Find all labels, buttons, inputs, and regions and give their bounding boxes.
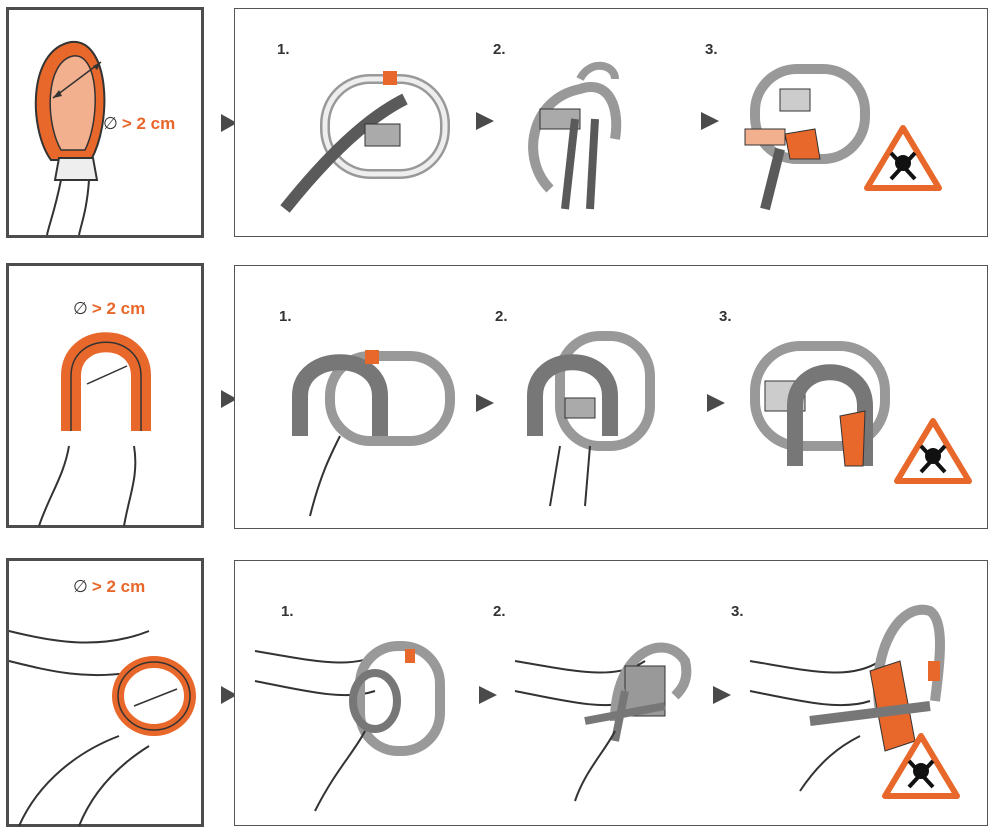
step-number: 1. <box>277 41 290 58</box>
steps-panel: 1. 2. 3. <box>234 560 988 826</box>
carabiner-step-1-illustration <box>292 350 455 517</box>
step-number: 3. <box>731 603 744 620</box>
harness-loop-illustration <box>8 630 196 827</box>
step-arrow-icon <box>476 112 494 130</box>
step-number: 1. <box>279 308 292 325</box>
skull-crossbones-warning-icon <box>864 125 942 191</box>
sling-ring-panel: ∅> 2 cm <box>6 263 204 528</box>
diameter-symbol: ∅ <box>73 577 88 596</box>
step-arrow-icon <box>701 112 719 130</box>
sling-loop-illustration <box>34 40 106 236</box>
diameter-symbol: ∅ <box>103 114 118 133</box>
step-number: 2. <box>493 41 506 58</box>
row-arrow-icon <box>221 686 237 704</box>
step-number: 2. <box>495 308 508 325</box>
skull-crossbones-warning-icon <box>882 733 960 799</box>
steps-panel: 1. 2. 3. <box>234 265 988 529</box>
sling-ring-illustration <box>38 332 151 527</box>
step-number: 3. <box>719 308 732 325</box>
diameter-symbol: ∅ <box>73 299 88 318</box>
sling-loop-panel: ∅> 2 cm <box>6 7 204 238</box>
carabiner-step-2-illustration <box>527 331 655 507</box>
diameter-label: ∅> 2 cm <box>73 577 146 596</box>
row-arrow-icon <box>221 390 237 408</box>
diameter-label: ∅> 2 cm <box>73 299 146 318</box>
carabiner-step-1-illustration <box>254 641 445 812</box>
carabiner-step-2-illustration <box>514 642 692 802</box>
skull-crossbones-warning-icon <box>894 418 972 484</box>
harness-loop-panel: ∅> 2 cm <box>6 558 204 827</box>
carabiner-step-2-illustration <box>528 61 622 210</box>
diameter-label: ∅> 2 cm <box>103 114 176 133</box>
step-number: 1. <box>281 603 294 620</box>
carabiner-step-3-illustration <box>750 341 890 467</box>
row-arrow-icon <box>221 114 237 132</box>
carabiner-step-1-illustration <box>280 71 450 213</box>
step-arrow-icon <box>713 686 731 704</box>
step-arrow-icon <box>707 394 725 412</box>
steps-panel: 1. 2. 3. <box>234 8 988 237</box>
step-number: 2. <box>493 603 506 620</box>
step-arrow-icon <box>476 394 494 412</box>
step-arrow-icon <box>479 686 497 704</box>
step-number: 3. <box>705 41 718 58</box>
carabiner-step-3-illustration <box>749 604 945 792</box>
carabiner-step-3-illustration <box>744 64 870 211</box>
